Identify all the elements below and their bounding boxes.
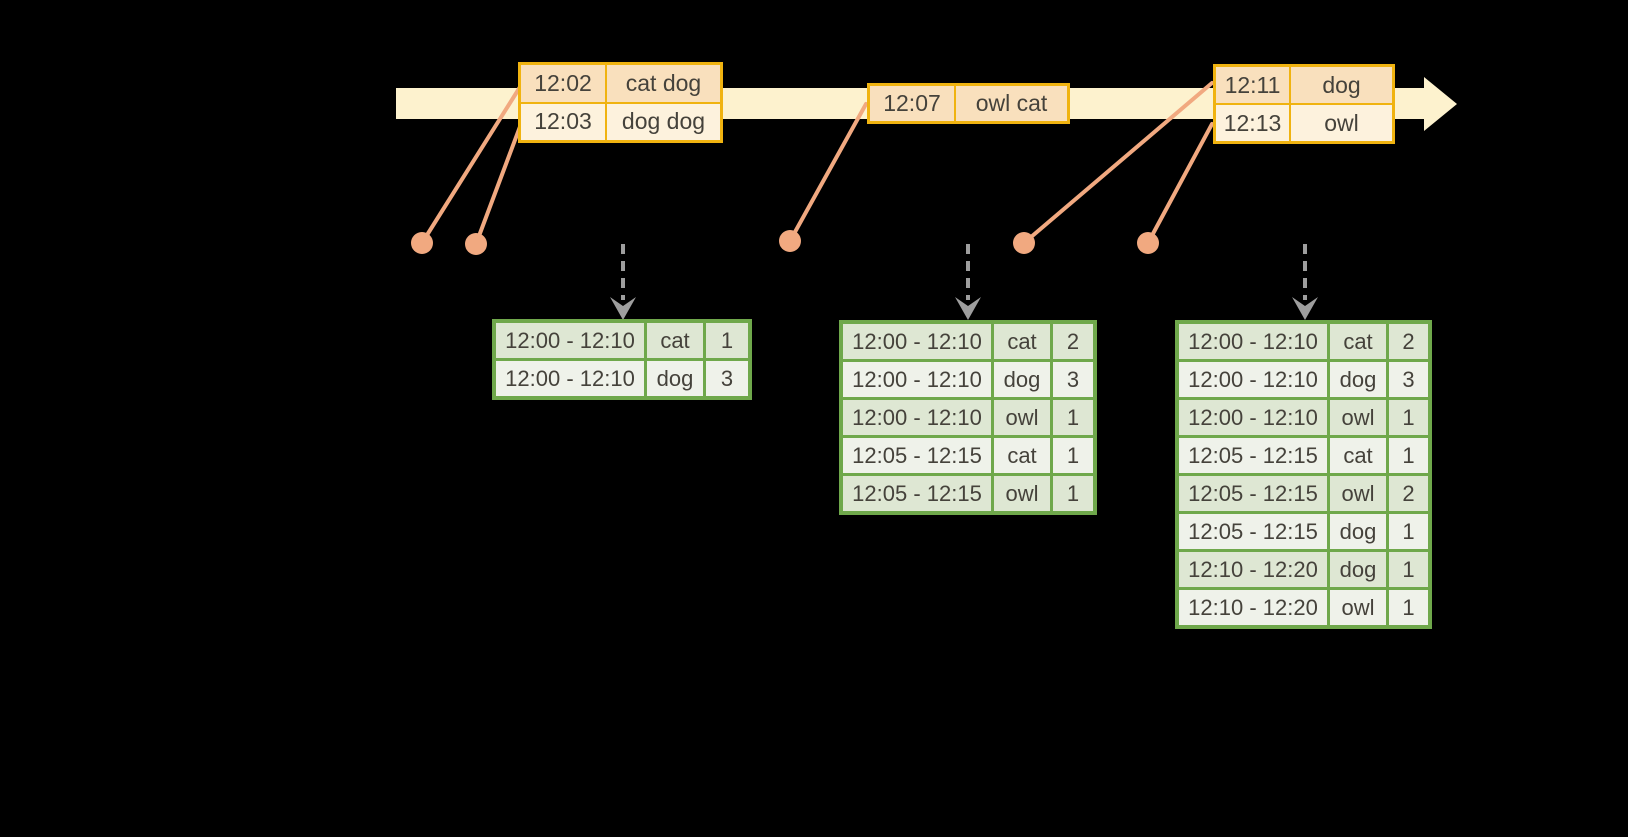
- result-window: 12:00 - 12:10: [496, 361, 644, 396]
- result-window: 12:00 - 12:10: [843, 362, 991, 397]
- result-window: 12:00 - 12:10: [843, 400, 991, 435]
- trigger-arrowhead-icon: [955, 297, 981, 320]
- result-window: 12:05 - 12:15: [1179, 514, 1327, 549]
- result-word: dog: [647, 361, 703, 396]
- result-word: owl: [1330, 476, 1386, 511]
- result-count: 3: [1389, 362, 1428, 397]
- result-word: dog: [1330, 514, 1386, 549]
- result-word: cat: [994, 438, 1050, 473]
- result-count: 1: [1389, 552, 1428, 587]
- result-window: 12:00 - 12:10: [1179, 362, 1327, 397]
- event-connector-lines: [420, 81, 1214, 246]
- result-count: 2: [1389, 476, 1428, 511]
- result-window: 12:00 - 12:10: [496, 323, 644, 358]
- result-word: cat: [1330, 438, 1386, 473]
- connector-line: [474, 122, 523, 246]
- result-count: 1: [1053, 438, 1093, 473]
- event-dot: [779, 230, 801, 252]
- event-time: 12:03: [521, 103, 605, 140]
- event-dot: [1013, 232, 1035, 254]
- result-word: owl: [994, 400, 1050, 435]
- result-window: 12:00 - 12:10: [1179, 400, 1327, 435]
- event-words: dog: [1291, 67, 1392, 103]
- result-window: 12:05 - 12:15: [1179, 476, 1327, 511]
- event-dot: [411, 232, 433, 254]
- result-count: 1: [1389, 400, 1428, 435]
- result-count: 1: [1389, 438, 1428, 473]
- connector-line: [1022, 81, 1214, 245]
- result-count: 2: [1053, 324, 1093, 359]
- result-word: dog: [994, 362, 1050, 397]
- result-word: cat: [1330, 324, 1386, 359]
- connector-line: [1146, 122, 1214, 245]
- result-window: 12:05 - 12:15: [843, 476, 991, 511]
- result-window: 12:10 - 12:20: [1179, 590, 1327, 625]
- event-dot: [465, 233, 487, 255]
- result-word: cat: [994, 324, 1050, 359]
- result-word: cat: [647, 323, 703, 358]
- event-words: owl: [1291, 105, 1392, 141]
- result-window: 12:00 - 12:10: [1179, 324, 1327, 359]
- result-word: owl: [1330, 590, 1386, 625]
- event-time: 12:11: [1216, 67, 1289, 103]
- event-dots: [411, 230, 1159, 255]
- result-count: 1: [1053, 400, 1093, 435]
- result-window: 12:05 - 12:15: [843, 438, 991, 473]
- result-count: 3: [706, 361, 748, 396]
- event-words: dog dog: [607, 103, 720, 140]
- result-count: 1: [1389, 514, 1428, 549]
- result-count: 1: [706, 323, 748, 358]
- connector-line: [788, 102, 868, 243]
- trigger-arrowhead-icon: [610, 297, 636, 320]
- event-time: 12:02: [521, 65, 605, 102]
- result-count: 2: [1389, 324, 1428, 359]
- result-count: 1: [1053, 476, 1093, 511]
- result-window: 12:10 - 12:20: [1179, 552, 1327, 587]
- event-dot: [1137, 232, 1159, 254]
- event-time: 12:07: [870, 86, 954, 121]
- result-window: 12:05 - 12:15: [1179, 438, 1327, 473]
- result-word: owl: [994, 476, 1050, 511]
- trigger-arrowhead-icon: [1292, 297, 1318, 320]
- event-words: cat dog: [607, 65, 720, 102]
- result-count: 1: [1389, 590, 1428, 625]
- result-word: dog: [1330, 552, 1386, 587]
- event-words: owl cat: [956, 86, 1067, 121]
- result-word: owl: [1330, 400, 1386, 435]
- result-window: 12:00 - 12:10: [843, 324, 991, 359]
- connector-line: [420, 85, 522, 245]
- event-time: 12:13: [1216, 105, 1289, 141]
- result-count: 3: [1053, 362, 1093, 397]
- trigger-arrows: [610, 244, 1318, 320]
- timeline-arrowhead-icon: [1424, 77, 1457, 131]
- result-word: dog: [1330, 362, 1386, 397]
